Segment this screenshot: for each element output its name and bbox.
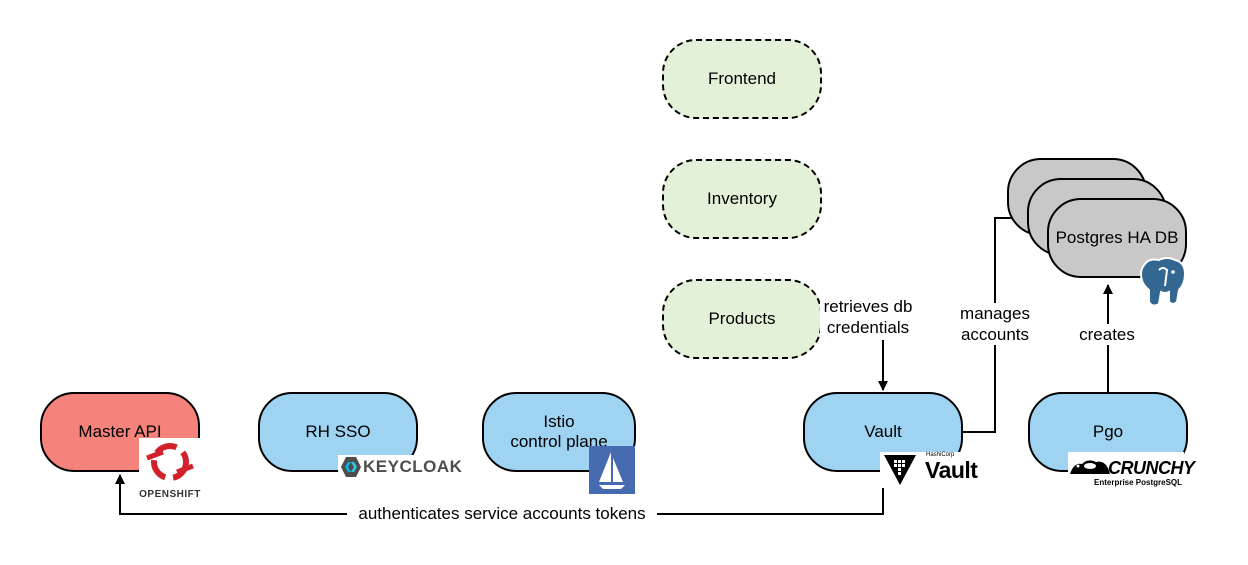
postgresql-logo	[1135, 256, 1189, 308]
node-rh-sso-label: RH SSO	[305, 422, 371, 441]
node-master-api[interactable]: Master API	[40, 392, 200, 472]
node-products[interactable]: Products	[662, 279, 822, 359]
keycloak-logo: KEYCLOAK	[338, 455, 462, 479]
label-manages-line1: manages	[960, 304, 1030, 323]
crunchy-icon	[1070, 460, 1110, 474]
istio-icon	[599, 452, 625, 489]
node-frontend[interactable]: Frontend	[662, 39, 822, 119]
node-products-label: Products	[708, 309, 776, 328]
node-istio-label-line1: Istio	[543, 412, 575, 431]
label-retrieves-line2: credentials	[826, 318, 910, 337]
node-inventory[interactable]: Inventory	[662, 159, 822, 239]
label-creates: creates	[1074, 324, 1140, 345]
istio-logo	[589, 446, 635, 494]
keycloak-icon	[341, 457, 361, 477]
label-retrieves-line1: retrieves db	[823, 297, 913, 316]
node-master-api-label: Master API	[78, 422, 162, 441]
node-postgres-label: Postgres HA DB	[1055, 228, 1179, 247]
crunchy-subtitle: Enterprise PostgreSQL	[1094, 478, 1183, 487]
keycloak-wordmark: KEYCLOAK	[363, 457, 463, 476]
node-postgres[interactable]: Postgres HA DB	[1047, 198, 1187, 278]
openshift-logo: OPENSHIFT	[139, 438, 201, 502]
node-frontend-label: Frontend	[707, 69, 777, 88]
openshift-wordmark: OPENSHIFT	[139, 489, 201, 500]
node-istio-label-line2: control plane	[510, 432, 608, 451]
label-retrieves-credentials: retrieves db credentials	[820, 296, 916, 338]
hashicorp-wordmark: HashiCorp	[926, 452, 955, 458]
vault-logo: HashiCorp Vault	[880, 452, 980, 488]
node-vault-label: Vault	[864, 422, 902, 441]
node-inventory-label: Inventory	[707, 189, 777, 208]
label-manages-accounts: manages accounts	[955, 303, 1035, 345]
vault-wordmark: Vault	[925, 457, 978, 483]
postgresql-icon	[1139, 257, 1187, 307]
openshift-icon	[146, 443, 194, 481]
vault-icon	[884, 455, 916, 485]
crunchy-wordmark: CRUNCHY	[1108, 458, 1195, 478]
crunchy-logo: CRUNCHY Enterprise PostgreSQL	[1068, 452, 1195, 488]
node-pgo-label: Pgo	[1092, 422, 1124, 441]
label-manages-line2: accounts	[960, 325, 1030, 344]
label-authenticates: authenticates service accounts tokens	[347, 503, 657, 524]
